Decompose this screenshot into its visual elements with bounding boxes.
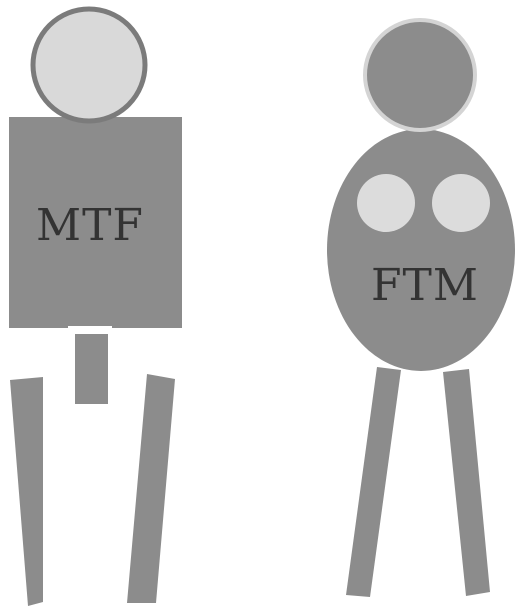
mtf-head [33, 9, 145, 121]
mtf-left-leg [10, 377, 43, 606]
ftm-head [365, 20, 475, 130]
mtf-label: MTF [36, 200, 144, 251]
mtf-right-leg [127, 374, 175, 603]
mtf-figure: MTF [9, 9, 182, 606]
mtf-groin-block [75, 334, 108, 404]
ftm-figure: FTM [327, 20, 515, 597]
ftm-left-leg [346, 367, 401, 597]
ftm-right-leg [443, 369, 490, 596]
ftm-body [327, 129, 515, 371]
ftm-right-chest [432, 174, 490, 232]
ftm-label: FTM [371, 260, 479, 311]
ftm-left-chest [357, 174, 415, 232]
mtf-groin-notch [68, 326, 112, 335]
